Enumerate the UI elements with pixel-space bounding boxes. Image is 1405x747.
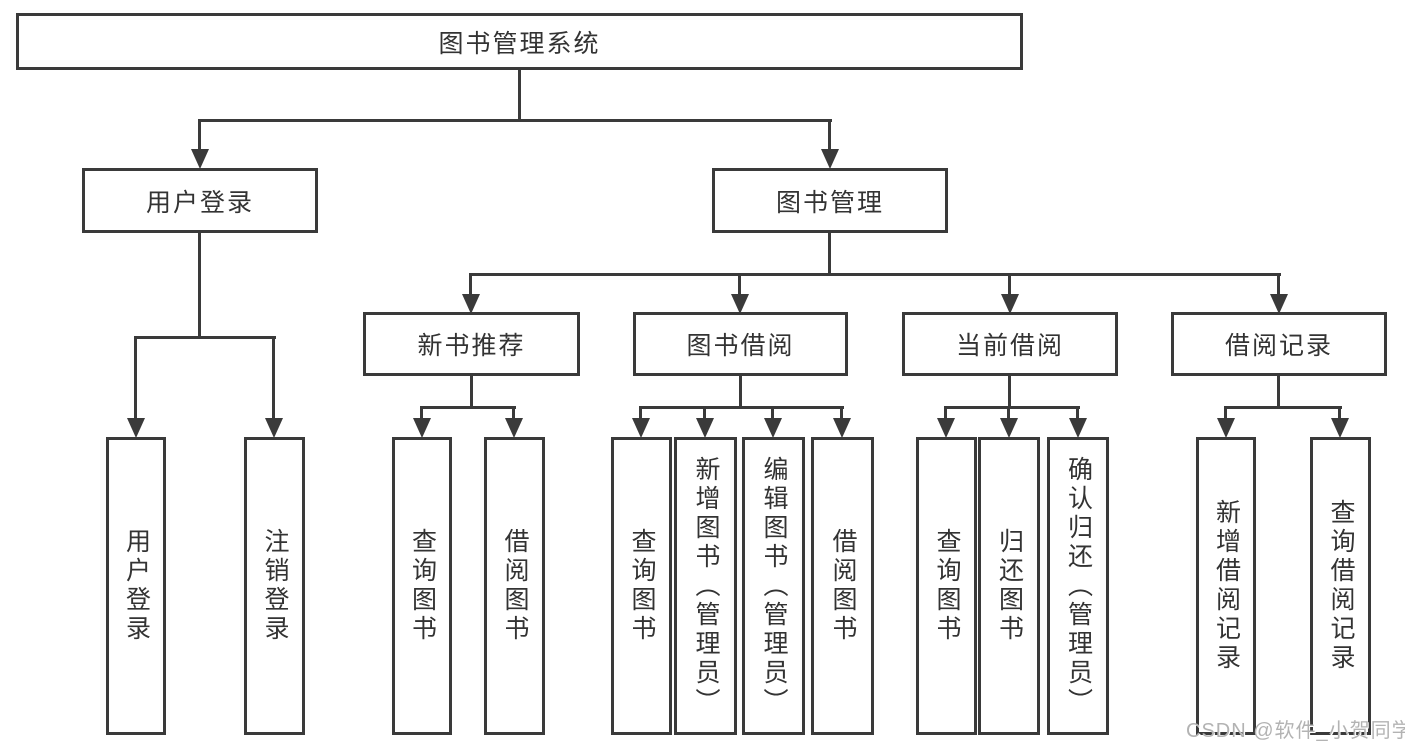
- edge-new-book-drop-line: [470, 376, 473, 406]
- node-borrow-record: 借阅记录: [1171, 312, 1387, 376]
- node-book-borrow: 图书借阅: [633, 312, 848, 376]
- arrowhead-down-icon: [1001, 273, 1019, 314]
- edge-new-book-branch-line: [420, 406, 516, 409]
- edge-borrow-record-branch-line: [1224, 406, 1342, 409]
- leaf-add-borrow-record: 新增借阅记录: [1196, 437, 1256, 735]
- edge-user-login-branch-line: [134, 336, 276, 339]
- arrowhead-down-icon: [632, 406, 650, 438]
- leaf-query-borrow-record: 查询借阅记录: [1310, 437, 1371, 735]
- leaf-query-book-borrow: 查询图书: [611, 437, 672, 735]
- arrowhead-down-icon: [1069, 406, 1087, 438]
- arrowhead-down-icon: [821, 119, 839, 169]
- arrowhead-down-icon: [462, 273, 480, 314]
- leaf-user-login: 用户登录: [106, 437, 166, 735]
- arrowhead-down-icon: [1270, 273, 1288, 314]
- arrowhead-down-icon: [937, 406, 955, 438]
- edge-borrow-record-drop-line: [1277, 376, 1280, 406]
- node-new-book-recommend: 新书推荐: [363, 312, 580, 376]
- leaf-borrow-book-borrow: 借阅图书: [811, 437, 874, 735]
- edge-book-borrow-drop-line: [739, 376, 742, 406]
- edge-root-drop-line: [518, 70, 521, 119]
- arrowhead-down-icon: [1217, 406, 1235, 438]
- edge-book-management-drop-line: [828, 233, 831, 273]
- edge-current-borrow-branch-line: [944, 406, 1080, 409]
- arrowhead-down-icon: [731, 273, 749, 314]
- edge-book-management-branch-line: [470, 273, 1281, 276]
- leaf-confirm-return-admin: 确认归还（管理员）: [1047, 437, 1109, 735]
- edge-current-borrow-drop-line: [1008, 376, 1011, 406]
- node-library-management-system: 图书管理系统: [16, 13, 1023, 70]
- node-user-login: 用户登录: [82, 168, 318, 233]
- arrowhead-down-icon: [413, 406, 431, 438]
- edge-book-borrow-branch-line: [639, 406, 844, 409]
- arrowhead-down-icon: [764, 406, 782, 438]
- leaf-borrow-book-newbook: 借阅图书: [484, 437, 545, 735]
- edge-user-login-drop-line: [198, 233, 201, 336]
- csdn-watermark: CSDN @软件_小贺同学: [1186, 720, 1405, 742]
- arrowhead-down-icon: [1000, 406, 1018, 438]
- leaf-edit-book-admin: 编辑图书（管理员）: [742, 437, 805, 735]
- arrowhead-down-icon: [696, 406, 714, 438]
- arrowhead-down-icon: [833, 406, 851, 438]
- leaf-return-book: 归还图书: [978, 437, 1040, 735]
- node-current-borrow: 当前借阅: [902, 312, 1118, 376]
- edge-root-branch-line: [198, 119, 832, 122]
- leaf-logout: 注销登录: [244, 437, 305, 735]
- arrowhead-down-icon: [505, 406, 523, 438]
- arrowhead-down-icon: [127, 336, 145, 438]
- leaf-query-book-newbook: 查询图书: [392, 437, 452, 735]
- node-book-management: 图书管理: [712, 168, 948, 233]
- leaf-query-book-current: 查询图书: [916, 437, 977, 735]
- leaf-add-book-admin: 新增图书（管理员）: [674, 437, 737, 735]
- arrowhead-down-icon: [191, 119, 209, 169]
- arrowhead-down-icon: [265, 336, 283, 438]
- arrowhead-down-icon: [1331, 406, 1349, 438]
